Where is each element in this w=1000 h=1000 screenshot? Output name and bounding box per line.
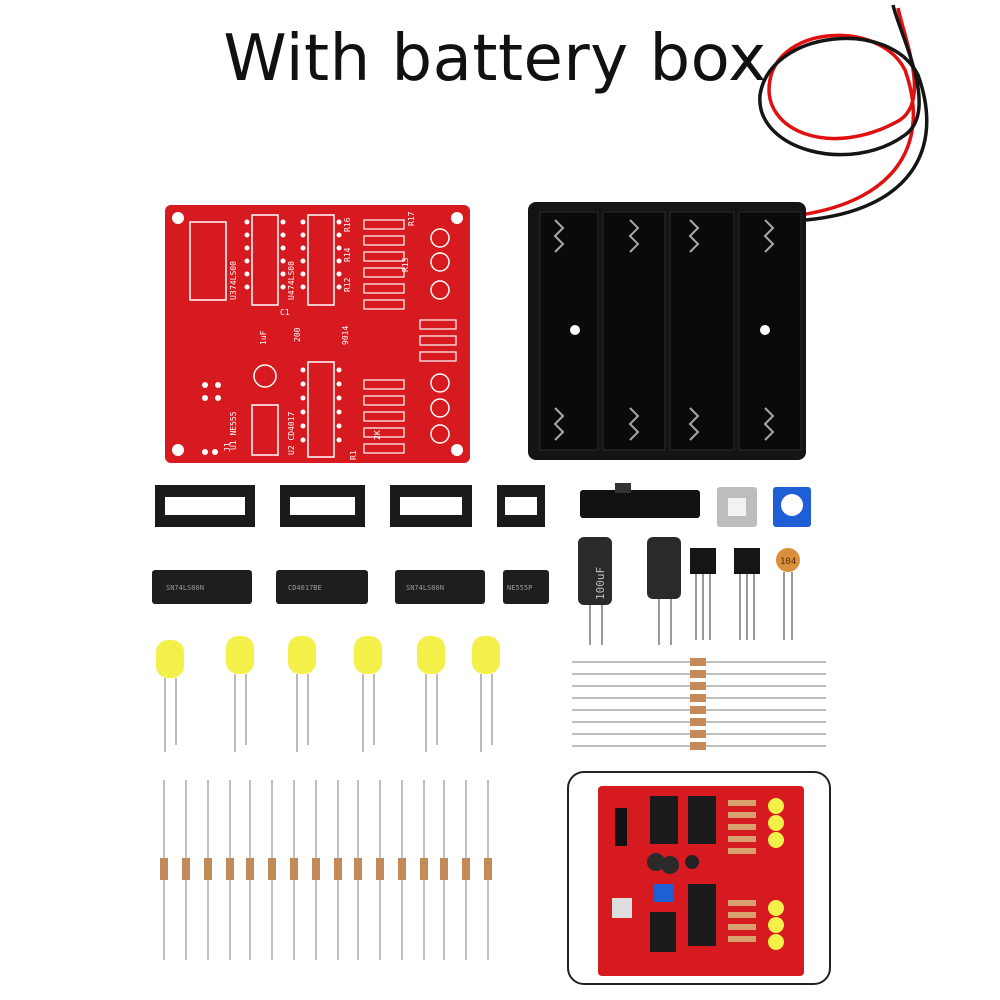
ceramic-label: 104 [780,557,796,567]
ceramic-capacitor: 104 [776,548,800,640]
pcb-label: R14 [343,247,352,262]
pcb-label: 9014 [341,326,350,345]
battery-wires [758,4,929,222]
pcb-label: 200 [293,327,302,342]
chip-label: SN74LS00N [166,584,204,592]
pcb-label: R13 [401,257,410,272]
pcb-label: U2 CD4017 [287,411,296,455]
pcb-label: J1 [223,442,232,452]
vertical-resistors [160,780,492,960]
pcb-label: R1 [349,450,358,460]
horizontal-resistors [572,658,826,750]
pcb-label: 74LS00 [287,261,296,290]
pcb-label: R12 [343,277,352,292]
switch-button-pot [580,483,811,527]
pcb-label: U4 [287,290,296,300]
pcb-label: C1 [280,308,290,317]
capacitors: 100uF [578,537,681,645]
ic-sockets [155,485,545,527]
assembled-board-preview [567,771,831,985]
capacitor-label: 100uF [594,567,607,600]
title-heading: With battery box [223,22,767,96]
pcb-label: U1 NE555 [229,411,238,450]
chip-label: CD4017BE [288,584,322,592]
pcb-label: R17 [407,211,416,226]
yellow-leds [156,636,500,752]
ic-chips: SN74LS00N CD4017BE SN74LS00N NE555P [152,570,549,604]
pcb-label: R16 [343,217,352,232]
chip-label: SN74LS00N [406,584,444,592]
pcb-label: U3 [229,290,238,300]
pcb-label: 2K [373,430,382,440]
battery-box [528,202,806,460]
pcb-label: 1uF [259,330,268,345]
pcb-label: 74LS00 [229,261,238,290]
transistors [690,548,760,640]
pcb-board: R16 R17 74LS00 U3 74LS00 U4 R14 R12 R13 … [165,205,470,463]
chip-label: NE555P [507,584,532,592]
